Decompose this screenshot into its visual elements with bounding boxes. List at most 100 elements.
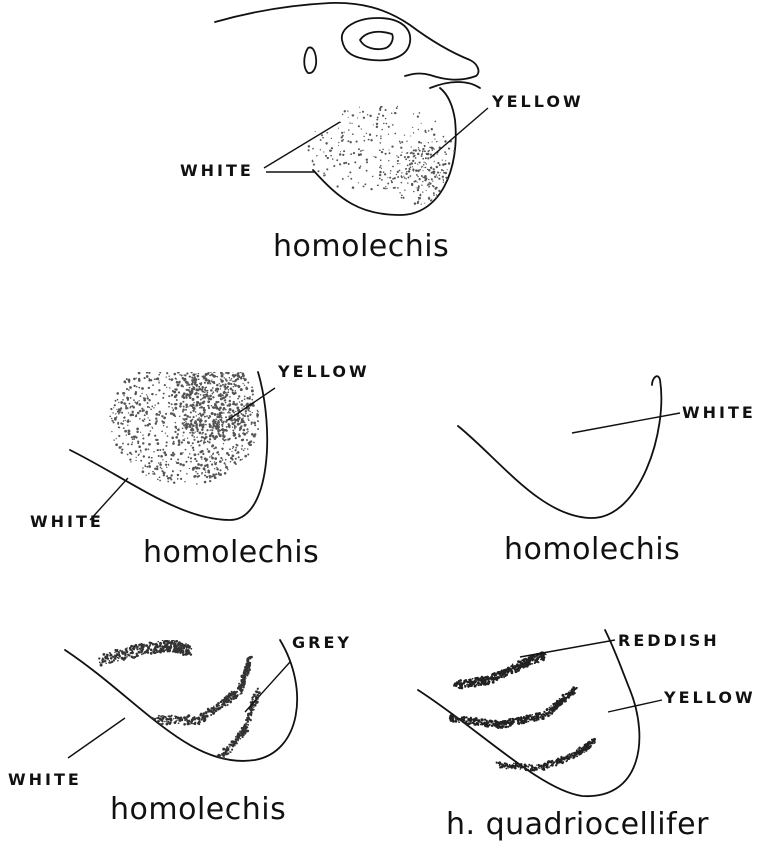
stipple-dot [145,747,146,748]
stipple-dot [123,395,124,396]
stipple-dot [128,382,130,384]
stipple-dot [163,762,165,764]
stipple-dot [174,759,177,762]
stipple-dot [179,374,181,376]
stipple-dot [407,182,409,184]
stipple-dot [527,766,529,768]
stipple-dot [426,190,427,191]
stipple-dot [419,150,421,152]
stipple-dot [465,722,468,725]
stipple-dot [169,763,171,765]
stipple-dot [108,708,111,711]
stipple-dot [343,139,344,140]
stipple-dot [198,760,200,762]
stipple-dot [366,170,368,172]
stipple-dot [97,707,99,709]
eye-icon [360,32,393,49]
stipple-dot [228,403,231,406]
stipple-dot [152,363,155,366]
stipple-dot [235,694,237,696]
stipple-dot [173,391,175,393]
stipple-dot [227,382,230,385]
stipple-dot [538,767,540,769]
stipple-dot [112,716,115,719]
stipple-dot [155,418,157,420]
stipple-dot [208,472,210,474]
stipple-dot [142,410,144,412]
stipple-dot [133,741,135,743]
stipple-dot [391,180,393,182]
stipple-dot [175,422,177,424]
stipple-dot [388,134,389,135]
stipple-dot [249,658,251,660]
stipple-dot [458,721,460,723]
stipple-dot [136,714,138,716]
stipple-dot [112,709,115,712]
stipple-dot [308,149,310,151]
stipple-dot [246,439,248,441]
stipple-dot [480,718,483,721]
stipple-dot [204,376,206,378]
stipple-dot [552,764,554,766]
stipple-dot [401,141,403,143]
stipple-dot [102,712,104,714]
stipple-dot [190,422,192,424]
stipple-dot [205,373,208,376]
stipple-dot [244,668,247,671]
stipple-dot [183,723,186,726]
stipple-dot [526,660,528,662]
stipple-dot [376,135,378,137]
stipple-dot [421,167,422,168]
stipple-dot [408,170,410,172]
stipple-dot [454,720,457,723]
stipple-dot [518,722,521,725]
stipple-dot [171,368,173,370]
stipple-dot [190,648,192,650]
stipple-dot [118,717,120,719]
stipple-dot [211,760,213,762]
stipple-dot [160,754,163,757]
stipple-dot [174,373,177,376]
stipple-dot [245,410,247,412]
stipple-dot [525,766,526,767]
stipple-dot [204,389,206,391]
stipple-dot [188,384,190,386]
stipple-dot [442,163,444,165]
stipple-dot [153,748,156,751]
stipple-dot [379,167,381,169]
stipple-dot [244,729,246,731]
stipple-dot [203,758,206,761]
stipple-dot [323,174,325,176]
stipple-dot [245,413,247,415]
stipple-dot [210,714,212,716]
stipple-dot [162,397,164,399]
stipple-dot [444,151,446,153]
stipple-dot [125,420,126,421]
stipple-dot [148,721,151,724]
stipple-dot [188,720,190,722]
stipple-dot [206,758,207,759]
stipple-dot [360,151,361,152]
stipple-dot [149,753,151,755]
stipple-dot [223,421,225,423]
stipple-dot [81,705,84,708]
stipple-dot [568,697,570,699]
stipple-dot [208,760,210,762]
stipple-dot [410,166,412,168]
stipple-dot [581,751,583,753]
stipple-dot [415,149,417,151]
stipple-dot [228,454,230,456]
stipple-dot [413,132,414,133]
stipple-dot [175,647,177,649]
stipple-dot [152,428,153,429]
stipple-dot [381,168,382,169]
stipple-dot [428,186,430,188]
stipple-dot [153,751,156,754]
stipple-dot [236,406,239,409]
stipple-dot [418,197,420,199]
stipple-dot [232,381,234,383]
stipple-dot [387,177,388,178]
stipple-dot [220,372,223,375]
stipple-dot [225,402,227,404]
stipple-dot [350,141,352,143]
